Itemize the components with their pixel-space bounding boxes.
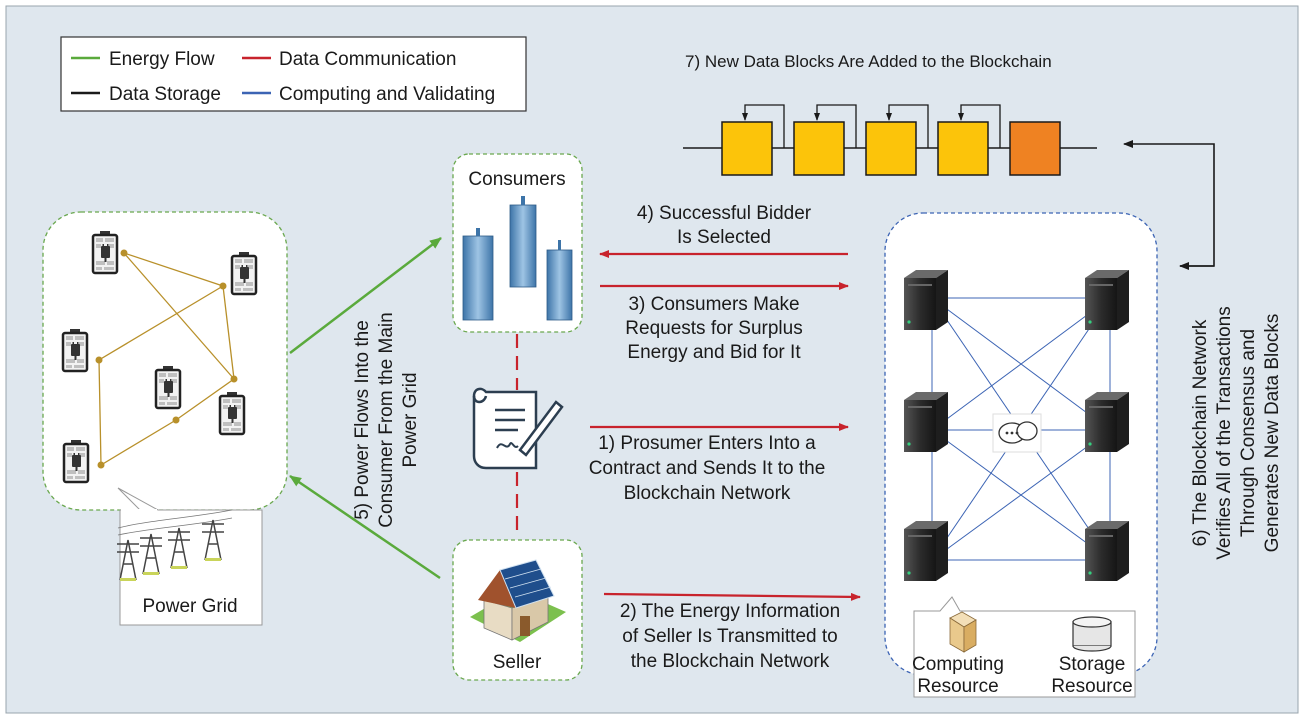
blockchain-block-4 <box>937 121 989 176</box>
power-grid-label: Power Grid <box>142 596 237 617</box>
legend-label-data-communication: Data Communication <box>279 49 456 70</box>
svg-text:Blockchain Network: Blockchain Network <box>624 483 791 504</box>
power-grid-callout <box>117 487 263 626</box>
svg-text:6) The Blockchain Network: 6) The Blockchain Network <box>1190 319 1211 546</box>
blockchain-network: Computing Resource Storage Resource <box>884 212 1158 698</box>
svg-text:3) Consumers Make: 3) Consumers Make <box>628 294 799 315</box>
legend-label-energy-flow: Energy Flow <box>109 49 215 70</box>
step-5-label: 5) Power Flows Into the Consumer From th… <box>352 312 421 527</box>
consumers-label: Consumers <box>468 169 565 190</box>
consensus-chat-icon <box>992 413 1042 453</box>
svg-text:5) Power Flows Into the: 5) Power Flows Into the <box>352 320 373 520</box>
svg-text:1) Prosumer Enters Into a: 1) Prosumer Enters Into a <box>598 433 816 454</box>
legend-label-data-storage: Data Storage <box>109 84 221 105</box>
svg-text:Generates New Data Blocks: Generates New Data Blocks <box>1262 314 1283 553</box>
transmission-tower-icon <box>116 509 233 582</box>
computing-resource-label-line1: Computing <box>912 654 1004 675</box>
svg-text:Power Grid: Power Grid <box>400 372 421 467</box>
battery-icon <box>62 438 90 484</box>
seller-label: Seller <box>493 652 542 673</box>
storage-resource-icon <box>1072 616 1112 652</box>
power-grid-node: Power Grid <box>42 211 288 626</box>
computing-resource-icon <box>949 611 977 653</box>
svg-text:Is Selected: Is Selected <box>677 227 771 248</box>
contract-icon <box>472 387 564 470</box>
server-icon <box>1085 270 1129 330</box>
legend-box <box>60 36 527 112</box>
step-6-label: 6) The Blockchain Network Verifies All o… <box>1190 306 1283 559</box>
svg-text:Verifies All of the Transactio: Verifies All of the Transactions <box>1214 306 1235 559</box>
consumers-node: Consumers <box>452 153 583 333</box>
storage-resource-label-line1: Storage <box>1059 654 1126 675</box>
svg-text:2) The Energy Information: 2) The Energy Information <box>620 601 840 622</box>
seller-node: Seller <box>452 539 583 681</box>
legend: Energy Flow Data Communication Data Stor… <box>60 36 527 112</box>
server-icon <box>1085 392 1129 452</box>
battery-icon <box>91 229 119 275</box>
energy-flow-arrow-to-consumers <box>289 237 442 354</box>
svg-text:Energy and Bid for It: Energy and Bid for It <box>627 342 801 363</box>
svg-text:Through Consensus and: Through Consensus and <box>1238 329 1259 537</box>
step-1-label: 1) Prosumer Enters Into a Contract and S… <box>589 433 826 504</box>
arrow-step-2-energy-info <box>603 592 861 601</box>
blockchain-hash-links <box>742 104 1001 148</box>
solar-house-icon <box>470 559 566 642</box>
energy-flow-arrow-from-seller <box>289 474 441 580</box>
svg-text:the Blockchain Network: the Blockchain Network <box>631 651 830 672</box>
battery-icon <box>218 390 246 436</box>
blockchain-caption: 7) New Data Blocks Are Added to the Bloc… <box>685 52 1052 71</box>
computing-resource-label-line2: Resource <box>917 676 998 697</box>
blockchain-block-2 <box>793 121 845 176</box>
server-icon <box>904 270 948 330</box>
blockchain-block-1 <box>721 121 773 176</box>
blockchain-block-3 <box>865 121 917 176</box>
step-3-label: 3) Consumers Make Requests for Surplus E… <box>625 294 802 363</box>
battery-icon <box>61 327 89 373</box>
step-4-label: 4) Successful Bidder Is Selected <box>637 203 812 248</box>
svg-text:Contract and Sends It to the: Contract and Sends It to the <box>589 458 826 479</box>
battery-icon <box>154 364 182 410</box>
svg-text:4) Successful Bidder: 4) Successful Bidder <box>637 203 812 224</box>
legend-label-computing-validating: Computing and Validating <box>279 84 495 105</box>
server-icon <box>1085 521 1129 581</box>
blockchain: 7) New Data Blocks Are Added to the Bloc… <box>683 52 1097 176</box>
server-icon <box>904 392 948 452</box>
svg-text:Consumer From the Main: Consumer From the Main <box>376 312 397 527</box>
step-2-label: 2) The Energy Information of Seller Is T… <box>620 601 840 672</box>
storage-resource-label-line2: Resource <box>1051 676 1132 697</box>
blockchain-new-block <box>1009 121 1061 176</box>
server-icon <box>904 521 948 581</box>
svg-text:Requests for Surplus: Requests for Surplus <box>625 318 802 339</box>
svg-text:of Seller Is Transmitted to: of Seller Is Transmitted to <box>622 626 837 647</box>
battery-icon <box>230 250 258 296</box>
buildings-icon <box>462 196 573 321</box>
